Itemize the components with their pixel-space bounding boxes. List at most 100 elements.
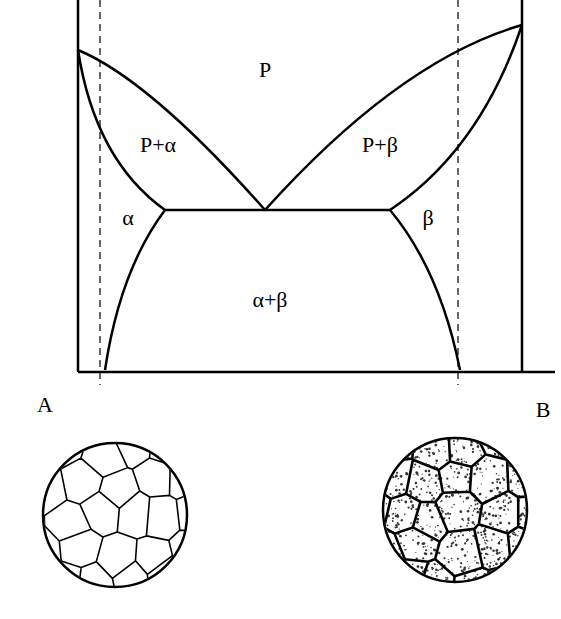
stipple-dot bbox=[386, 451, 388, 453]
stipple-dot bbox=[519, 549, 521, 551]
stipple-dot bbox=[400, 562, 401, 563]
stipple-dot bbox=[407, 574, 409, 576]
stipple-dot bbox=[473, 473, 476, 476]
stipple-dot bbox=[397, 461, 398, 462]
stipple-dot bbox=[453, 444, 455, 446]
stipple-dot bbox=[466, 525, 468, 527]
stipple-dot bbox=[460, 566, 462, 568]
stipple-dot bbox=[382, 531, 384, 533]
stipple-dot bbox=[435, 569, 437, 571]
stipple-dot bbox=[440, 501, 441, 502]
stipple-dot bbox=[418, 437, 420, 439]
stipple-dot bbox=[475, 436, 476, 437]
stipple-dot bbox=[395, 508, 397, 510]
stipple-dot bbox=[470, 435, 472, 437]
stipple-dot bbox=[464, 575, 467, 578]
stipple-dot bbox=[489, 577, 492, 580]
stipple-dot bbox=[391, 452, 393, 454]
stipple-dot bbox=[521, 546, 523, 548]
stipple-dot bbox=[488, 513, 490, 515]
stipple-dot bbox=[485, 543, 486, 544]
stipple-dot bbox=[495, 437, 496, 438]
stipple-dot bbox=[498, 580, 499, 581]
stipple-dot bbox=[505, 437, 507, 439]
stipple-dot bbox=[421, 477, 423, 479]
axis-line bbox=[78, 371, 555, 374]
stipple-dot bbox=[522, 551, 524, 553]
stipple-dot bbox=[507, 437, 508, 438]
stipple-dot bbox=[411, 504, 414, 507]
stipple-dot bbox=[501, 582, 502, 583]
stipple-dot bbox=[392, 517, 394, 519]
stipple-dot bbox=[387, 438, 390, 441]
stipple-dot bbox=[432, 452, 435, 455]
stipple-dot bbox=[455, 540, 456, 541]
stipple-dot bbox=[419, 466, 421, 468]
stipple-dot bbox=[509, 500, 511, 502]
stipple-dot bbox=[523, 463, 526, 466]
stipple-dot bbox=[388, 566, 389, 567]
stipple-dot bbox=[400, 571, 403, 574]
stipple-dot bbox=[525, 474, 527, 476]
stipple-dot bbox=[406, 447, 408, 449]
stipple-dot bbox=[507, 502, 509, 504]
stipple-dot bbox=[426, 462, 427, 463]
stipple-dot bbox=[403, 545, 405, 547]
stipple-dot bbox=[387, 524, 389, 526]
stipple-dot bbox=[508, 566, 510, 568]
stipple-dot bbox=[471, 543, 473, 545]
stipple-dot bbox=[481, 548, 484, 551]
stipple-dot bbox=[403, 579, 405, 581]
stipple-dot bbox=[436, 492, 437, 493]
stipple-dot bbox=[391, 508, 392, 509]
stipple-dot bbox=[497, 442, 499, 444]
stipple-dot bbox=[490, 547, 492, 549]
stipple-dot bbox=[445, 577, 447, 579]
stipple-dot bbox=[458, 535, 460, 537]
stipple-dot bbox=[434, 482, 436, 484]
stipple-dot bbox=[412, 530, 414, 532]
stipple-dot bbox=[469, 531, 470, 532]
stipple-dot bbox=[446, 546, 448, 548]
stipple-dot bbox=[455, 450, 456, 451]
stipple-dot bbox=[511, 572, 513, 574]
stipple-dot bbox=[441, 500, 443, 502]
stipple-dot bbox=[433, 549, 436, 552]
stipple-dot bbox=[392, 551, 394, 553]
stipple-dot bbox=[454, 536, 456, 538]
stipple-dot bbox=[516, 554, 517, 555]
stipple-dot bbox=[512, 532, 514, 534]
stipple-dot bbox=[522, 561, 524, 563]
stipple-dot bbox=[454, 471, 456, 473]
stipple-dot bbox=[453, 440, 455, 442]
stipple-dot bbox=[506, 450, 508, 452]
stipple-dot bbox=[481, 534, 483, 536]
stipple-dot bbox=[428, 470, 430, 472]
dashed-line bbox=[99, 0, 100, 385]
stipple-dot bbox=[435, 474, 438, 477]
axis-line bbox=[521, 0, 524, 372]
stipple-dot bbox=[504, 499, 505, 500]
stipple-dot bbox=[391, 566, 392, 567]
stipple-dot bbox=[410, 522, 412, 524]
stipple-dot bbox=[487, 581, 489, 583]
stipple-dot bbox=[393, 462, 394, 463]
stipple-dot bbox=[401, 519, 403, 521]
stipple-dot bbox=[391, 573, 393, 575]
stipple-dot bbox=[432, 569, 434, 571]
stipple-dot bbox=[445, 513, 447, 515]
stipple-dot bbox=[401, 499, 403, 501]
stipple-dot bbox=[425, 470, 428, 473]
diagram-lines bbox=[78, 0, 555, 372]
stipple-dot bbox=[451, 493, 454, 496]
stipple-dot bbox=[423, 578, 424, 579]
stipple-dot bbox=[395, 513, 396, 514]
stipple-dot bbox=[480, 472, 481, 473]
stipple-dot bbox=[384, 543, 386, 545]
stipple-dot bbox=[431, 435, 433, 437]
stipple-dot bbox=[386, 582, 388, 584]
stipple-dot bbox=[480, 493, 482, 495]
stipple-dot bbox=[400, 450, 401, 451]
stipple-dot bbox=[473, 510, 474, 511]
stipple-dot bbox=[496, 478, 498, 480]
